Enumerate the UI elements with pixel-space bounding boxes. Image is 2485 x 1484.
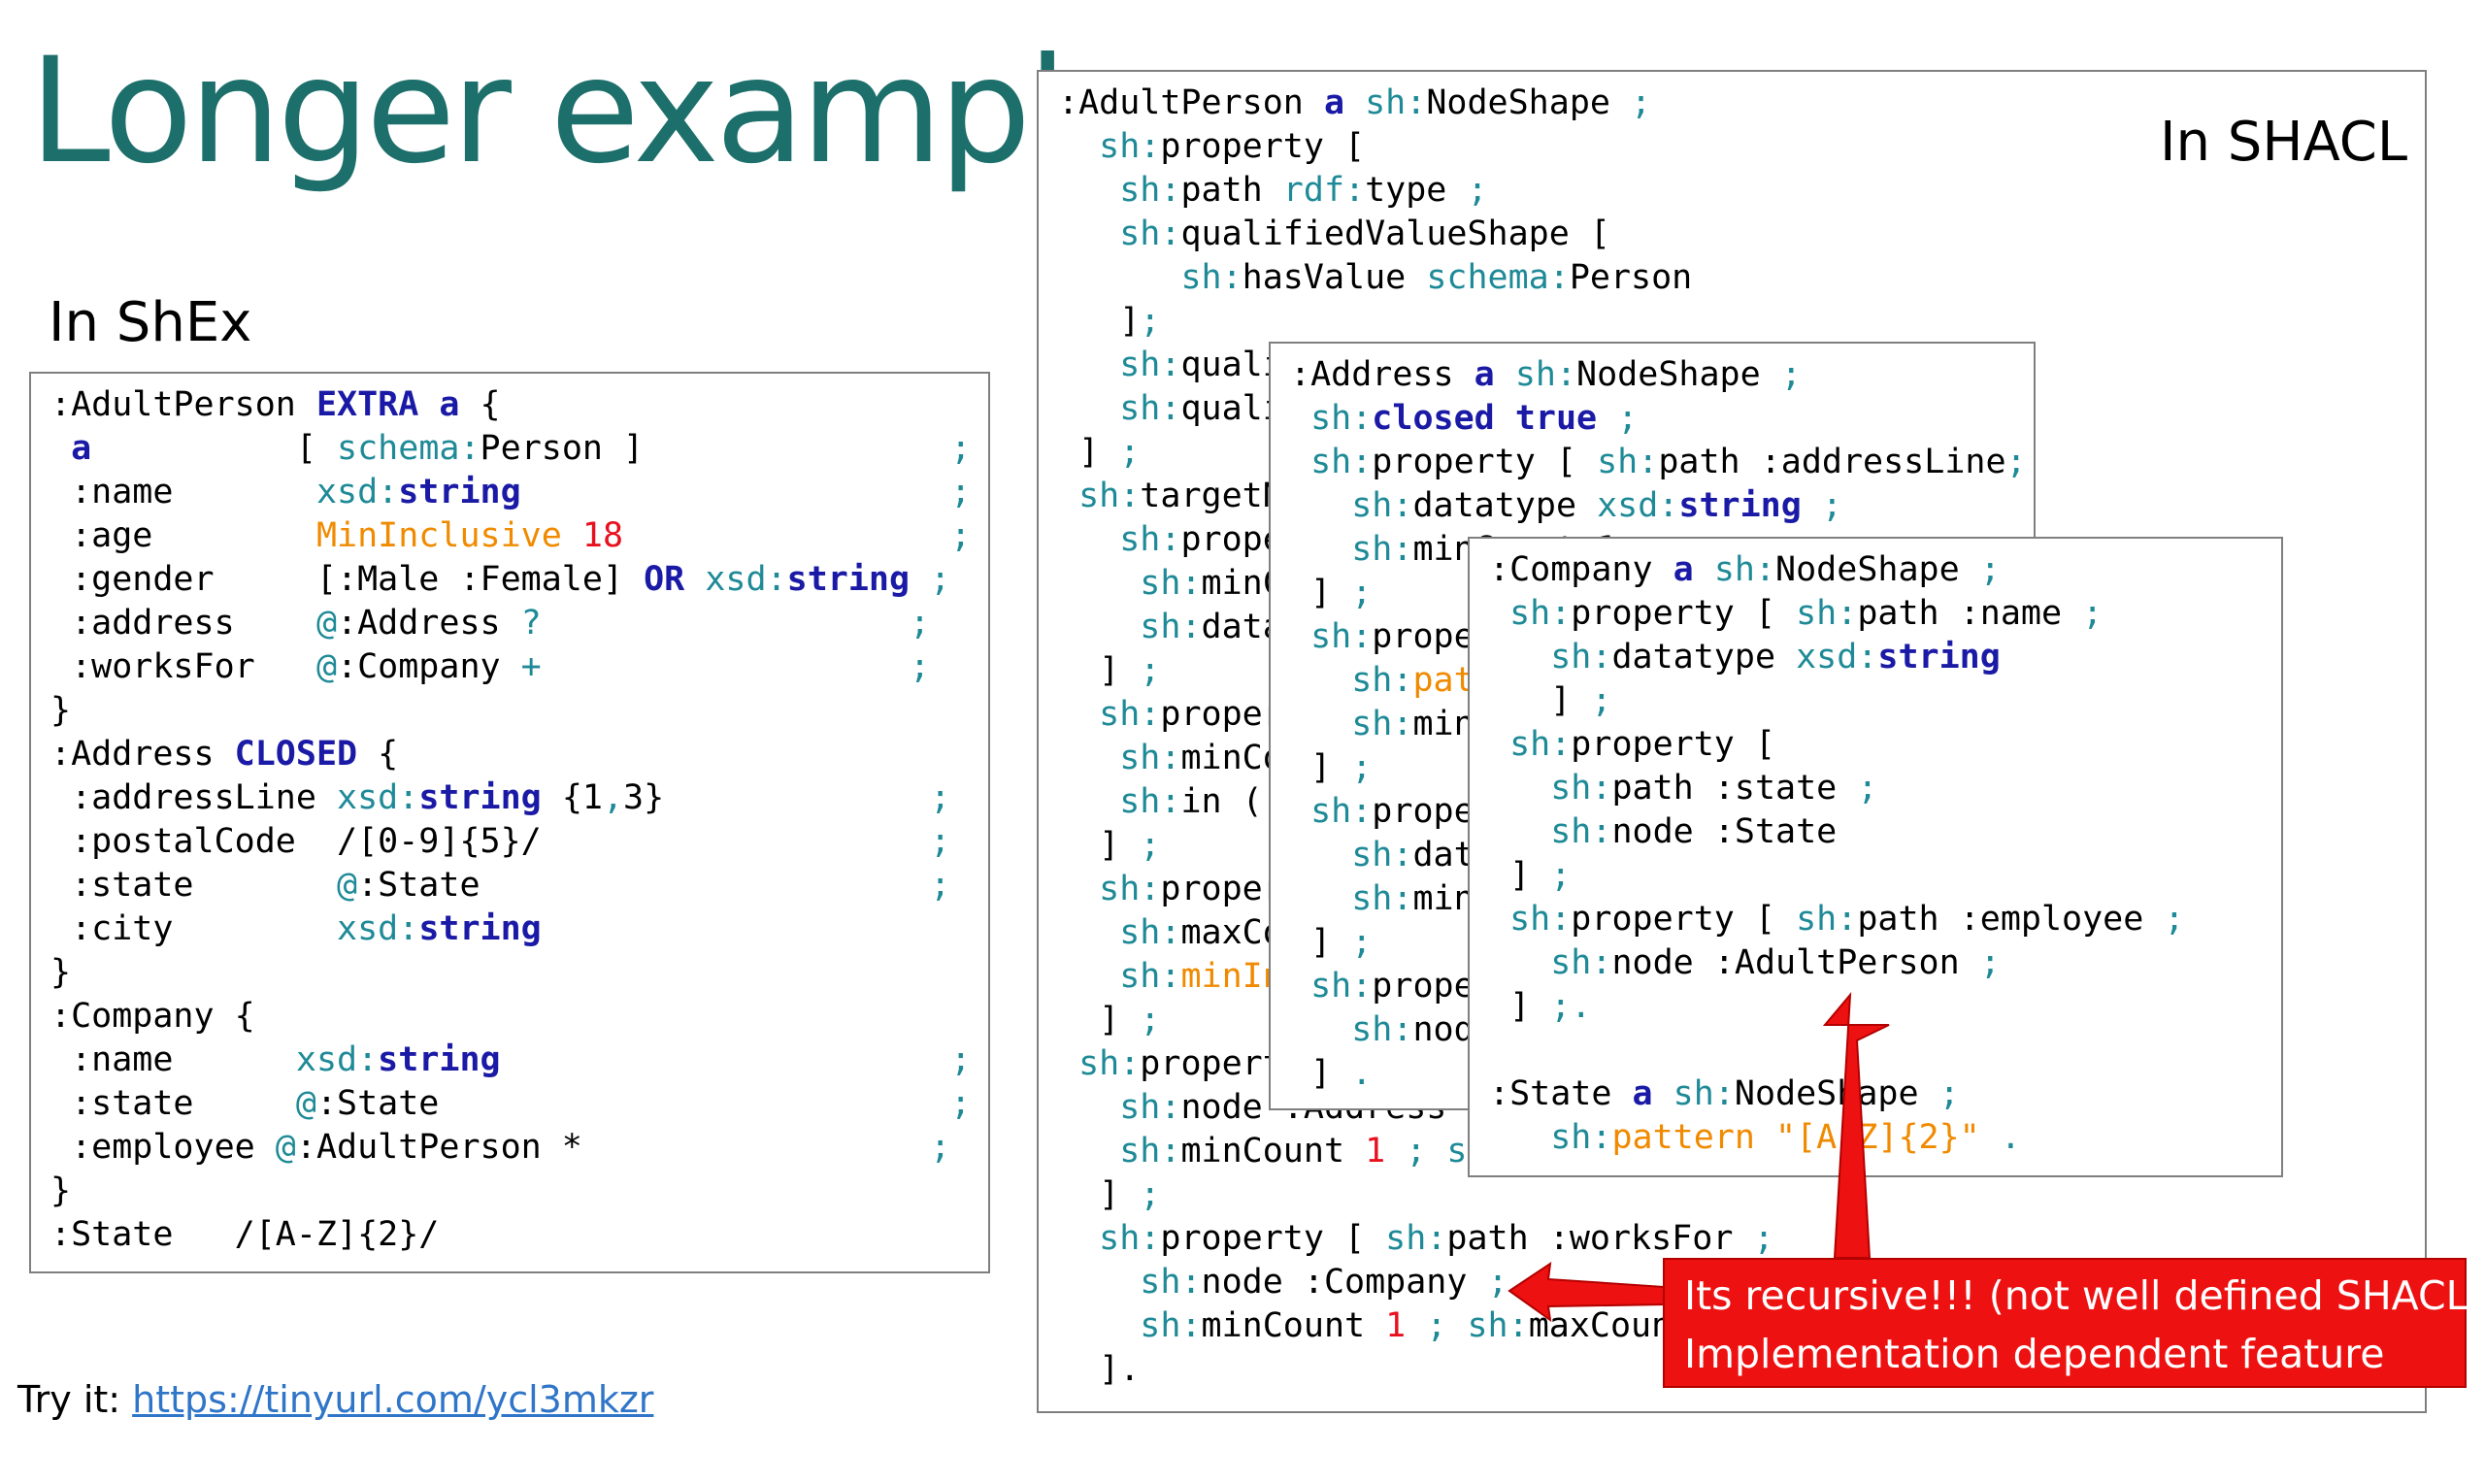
code-line: ] ; (1058, 1001, 1161, 1039)
code-line: sh:pattern "[A-Z]{2}" . (1550, 1118, 2021, 1157)
code-line: sh:property [ sh:path :employee ; (1509, 900, 2185, 939)
code-line: sh:qualifiedValueShape [ (1119, 214, 1610, 253)
shex-label: In ShEx (49, 291, 252, 354)
code-line: :address @:Address ? ; (50, 604, 931, 643)
code-line: ] ; (1290, 748, 1373, 787)
code-line: sh:property [ (1099, 127, 1366, 166)
code-line: } (50, 1171, 72, 1210)
code-line: :addressLine xsd:string {1,3} ; (50, 778, 951, 817)
code-line: :name xsd:string ; (50, 473, 972, 511)
code-line: ] ; (1058, 651, 1161, 690)
code-line: :age MinInclusive 18 ; (50, 516, 972, 555)
code-line: :state @:State ; (50, 866, 951, 905)
code-line: :worksFor @:Company + ; (50, 647, 931, 686)
code-line: ]; (1058, 302, 1161, 341)
code-line: :Address a sh:NodeShape ; (1290, 355, 1802, 394)
code-line: sh:path :state ; (1550, 769, 1878, 808)
shacl-company-box: :Company a sh:NodeShape ; sh:property [ … (1468, 537, 2283, 1177)
code-line: :gender [:Male :Female] OR xsd:string ; (50, 560, 951, 599)
page-title: Longer example (29, 27, 1153, 196)
code-line: sh:path rdf:type ; (1119, 171, 1488, 210)
code-line: :state @:State ; (50, 1084, 972, 1123)
code-line: ] ;. (1489, 987, 1592, 1026)
code-line: sh:property [ sh:path :worksFor ; (1099, 1219, 1774, 1258)
shacl-company-code: :Company a sh:NodeShape ; sh:property [ … (1489, 548, 2184, 1160)
code-line (1489, 1029, 2184, 1072)
code-line: ] . (1290, 1054, 1373, 1093)
code-line: ]. (1058, 1350, 1141, 1389)
recursion-callout: Its recursive!!! (not well defined SHACL… (1663, 1258, 2484, 1388)
code-line: sh:property [ sh:path :name ; (1509, 594, 2104, 633)
code-line: :Company a sh:NodeShape ; (1489, 550, 2001, 589)
code-line: sh:node :Company ; (1140, 1263, 1508, 1302)
shex-code: :AdultPerson EXTRA a { a [ schema:Person… (50, 383, 971, 1257)
code-line: :State a sh:NodeShape ; (1489, 1074, 1960, 1113)
code-line: ] ; (1290, 923, 1373, 962)
shacl-label: In SHACL (2160, 111, 2408, 174)
code-line: sh:node :AdultPerson ; (1550, 943, 2001, 982)
code-line: :city xsd:string (50, 909, 542, 948)
try-it: Try it: https://tinyurl.com/ycl3mkzr (17, 1378, 653, 1421)
code-line: sh:datatype xsd:string ; (1351, 486, 1842, 525)
code-line: :employee @:AdultPerson * ; (50, 1128, 951, 1167)
code-line: :AdultPerson EXTRA a { (50, 385, 501, 424)
code-line: ] ; (1058, 826, 1161, 865)
code-line: :State /[A-Z]{2}/ (50, 1215, 440, 1254)
code-line: sh:closed true ; (1310, 399, 1639, 438)
callout-line1: Its recursive!!! (not well defined SHACL… (1684, 1272, 2484, 1319)
code-line: :postalCode /[0-9]{5}/ ; (50, 822, 951, 861)
callout-line2: Implementation dependent feature (1684, 1331, 2385, 1377)
code-line: } (50, 691, 72, 730)
try-it-label: Try it: (17, 1378, 133, 1421)
code-line: ] ; (1489, 681, 1612, 720)
code-line: sh:node :State (1550, 812, 1838, 851)
code-line: } (50, 953, 72, 992)
code-line: :name xsd:string ; (50, 1040, 972, 1079)
code-line: ] ; (1489, 856, 1572, 895)
code-line: sh:property [ sh:path :addressLine; (1310, 443, 2027, 481)
code-line: :Company { (50, 997, 255, 1036)
code-line: ] ; (1058, 1175, 1161, 1214)
try-it-link[interactable]: https://tinyurl.com/ycl3mkzr (132, 1378, 654, 1421)
code-line: sh:hasValue schema:Person (1180, 258, 1693, 297)
code-line: :AdultPerson a sh:NodeShape ; (1058, 83, 1652, 122)
code-line: ] ; (1058, 433, 1141, 472)
code-line: ] ; (1290, 574, 1373, 612)
shex-code-box: :AdultPerson EXTRA a { a [ schema:Person… (29, 372, 990, 1273)
code-line: sh:datatype xsd:string (1550, 638, 2001, 676)
code-line: :Address CLOSED { (50, 735, 399, 774)
code-line: a [ schema:Person ] ; (71, 429, 972, 468)
code-line: sh:property [ (1310, 617, 1576, 656)
code-line: sh:property [ (1509, 725, 1776, 764)
